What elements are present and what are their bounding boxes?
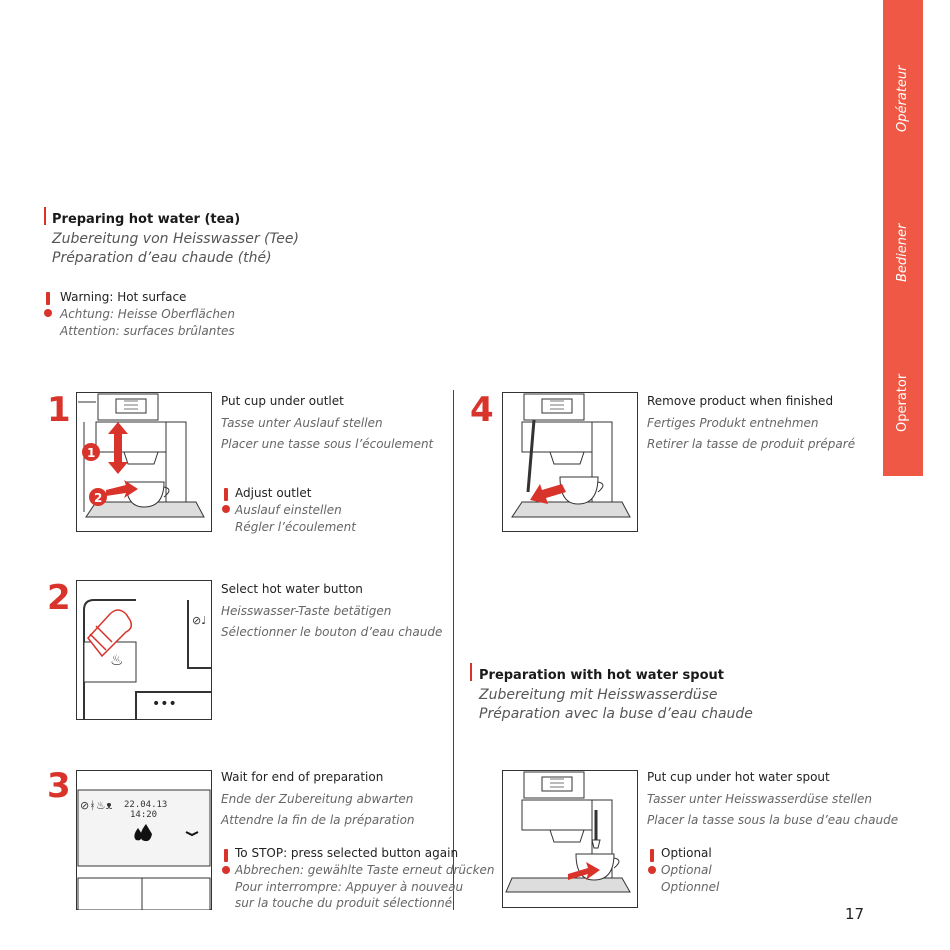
- side-tab: Opérateur Bediener Operator: [883, 0, 923, 476]
- svg-text:⊘♩: ⊘♩: [192, 614, 206, 627]
- warning-icon: [221, 849, 231, 879]
- column-divider: [453, 390, 454, 910]
- warning-en: Warning: Hot surface: [60, 290, 187, 304]
- section2-fr: Placer la tasse sous la buse d’eau chaud…: [647, 813, 899, 827]
- tab-label-operator: Operator: [895, 373, 910, 432]
- step-number-4: 4: [470, 390, 494, 430]
- step3-fr: Attendre la fin de la préparation: [221, 813, 415, 827]
- step1-de: Tasse unter Auslauf stellen: [221, 416, 383, 430]
- tab-label-bediener: Bediener: [895, 223, 910, 282]
- step3-en: Wait for end of preparation: [221, 770, 384, 784]
- step4-de: Fertiges Produkt entnehmen: [647, 416, 819, 430]
- warning-de: Achtung: Heisse Oberflächen: [60, 307, 235, 321]
- step3-note-fr2: sur la touche du produit sélectionné: [235, 896, 453, 910]
- section2-title-de: Zubereitung mit Heisswasserdüse: [479, 687, 718, 703]
- step4-illustration: [502, 392, 638, 532]
- step3-note-fr1: Pour interrompre: Appuyer à nouveau: [235, 880, 464, 894]
- warning-icon: [647, 849, 657, 879]
- step3-note-de: Abbrechen: gewählte Taste erneut drücken: [235, 863, 495, 877]
- display-time: 14:20: [130, 810, 157, 820]
- display-date: 22.04.13: [124, 800, 167, 810]
- step1-badge-2: 2: [94, 491, 102, 505]
- step3-de: Ende der Zubereitung abwarten: [221, 792, 414, 806]
- step1-note-de: Auslauf einstellen: [235, 503, 342, 517]
- step1-fr: Placer une tasse sous l’écoulement: [221, 437, 434, 451]
- section-title-fr: Préparation d’eau chaude (thé): [52, 250, 272, 266]
- step1-en: Put cup under outlet: [221, 394, 344, 408]
- step2-dots: •••: [152, 696, 177, 712]
- section-marker: [44, 207, 46, 225]
- step3-illustration: ⊘ᚼ♨ᴥ 22.04.13 14:20: [76, 770, 212, 910]
- step1-illustration: 1 2: [76, 392, 212, 532]
- tab-label-operateur: Opérateur: [895, 65, 910, 132]
- step3-note-en: To STOP: press selected button again: [235, 846, 459, 860]
- step2-fr: Sélectionner le bouton d’eau chaude: [221, 625, 443, 639]
- hot-water-spout-illustration: [502, 770, 638, 908]
- warning-icon: [221, 488, 231, 518]
- section2-title-en: Preparation with hot water spout: [479, 668, 724, 683]
- section-marker: [470, 663, 472, 681]
- section-title-de: Zubereitung von Heisswasser (Tee): [52, 231, 299, 247]
- step1-note-fr: Régler l’écoulement: [235, 520, 356, 534]
- svg-text:⊘ᚼ♨ᴥ: ⊘ᚼ♨ᴥ: [80, 799, 113, 812]
- page-number: 17: [845, 905, 865, 923]
- step-number-3: 3: [47, 766, 71, 806]
- section-title-en: Preparing hot water (tea): [52, 212, 241, 227]
- section2-de: Tasser unter Heisswasserdüse stellen: [647, 792, 873, 806]
- step2-illustration: ⊘♩ ♨ •••: [76, 580, 212, 720]
- section2-en: Put cup under hot water spout: [647, 770, 830, 784]
- section2-title-fr: Préparation avec la buse d’eau chaude: [479, 706, 753, 722]
- warning-icon: [43, 292, 53, 322]
- section2-note-de: Optional: [661, 863, 712, 877]
- step4-fr: Retirer la tasse de produit préparé: [647, 437, 856, 451]
- warning-fr: Attention: surfaces brûlantes: [60, 324, 235, 338]
- section2-note-en: Optional: [661, 846, 712, 860]
- step2-en: Select hot water button: [221, 582, 363, 596]
- step-number-1: 1: [47, 390, 71, 430]
- svg-text:♨: ♨: [110, 651, 123, 669]
- step4-en: Remove product when finished: [647, 394, 834, 408]
- step-number-2: 2: [47, 578, 71, 618]
- step1-note-en: Adjust outlet: [235, 486, 312, 500]
- step1-badge-1: 1: [87, 446, 95, 460]
- section2-note-fr: Optionnel: [661, 880, 720, 894]
- step2-de: Heisswasser-Taste betätigen: [221, 604, 392, 618]
